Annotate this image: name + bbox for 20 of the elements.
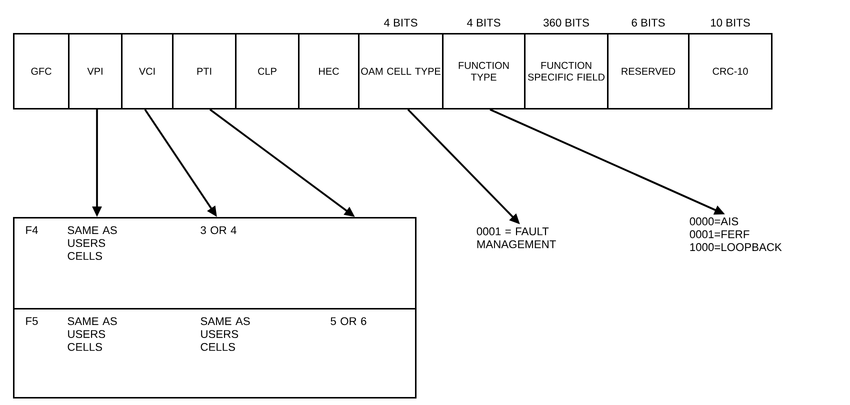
bit-count: 6 BITS — [632, 18, 665, 27]
field-cell: CRC-10 — [688, 33, 773, 110]
bit-count: 4 BITS — [467, 18, 500, 27]
field-cell: VPI — [68, 33, 123, 110]
field-cell: OAM CELL TYPE — [358, 33, 444, 110]
bit-count: 360 BITS — [544, 18, 589, 27]
code-note: 0000=AIS 0001=FERF 1000=LOOPBACK — [690, 217, 782, 252]
field-cell: HEC — [298, 33, 360, 110]
code-note: 0001 = FAULT MANAGEMENT — [476, 227, 556, 248]
field-cell: VCI — [121, 33, 174, 110]
field-cell: FUNCTION TYPE — [442, 33, 526, 110]
table-row: F5 SAME AS USERS CELLS SAME AS USERS CELLS 5 OR 6 — [13, 308, 417, 399]
field-cell: GFC — [13, 33, 70, 110]
bit-count: 4 BITS — [384, 18, 418, 27]
field-cell: RESERVED — [607, 33, 690, 110]
bit-count: 10 BITS — [711, 18, 750, 27]
field-cell: CLP — [235, 33, 300, 110]
table-row: F4 SAME AS USERS CELLS 3 OR 4 — [13, 217, 417, 310]
field-cell: FUNCTION SPECIFIC FIELD — [524, 33, 609, 110]
field-cell: PTI — [172, 33, 237, 110]
